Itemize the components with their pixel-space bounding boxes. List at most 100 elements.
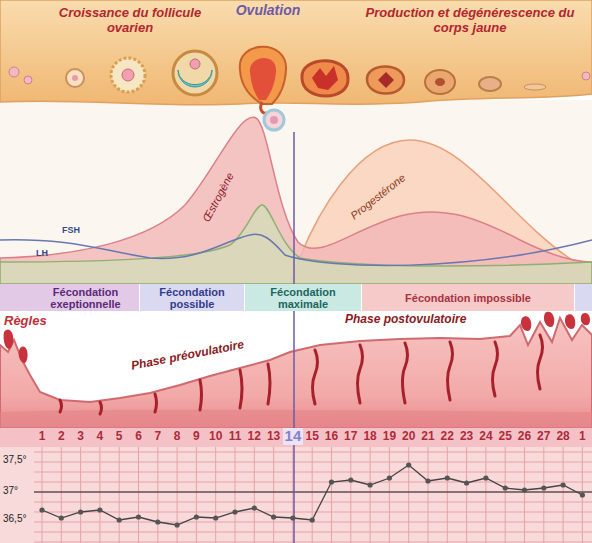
stage-title: Croissance du follicule ovarien: [45, 6, 215, 35]
temperature-point: [425, 478, 430, 483]
ovary-band: [0, 0, 592, 105]
day-row: [0, 428, 592, 447]
day-number: 14: [283, 428, 303, 445]
gland: [200, 380, 202, 410]
day-number: 12: [244, 430, 264, 443]
temperature-label: 37°: [2, 485, 19, 496]
ruptured-follicle: [240, 47, 286, 104]
grid-line: [99, 447, 100, 543]
temperature-point: [445, 475, 450, 480]
temperature-point: [522, 487, 527, 492]
grid-line: [331, 447, 332, 543]
blood-spot: [581, 313, 590, 325]
corpus-luteum-core: [312, 66, 338, 90]
baseline-37: [34, 491, 592, 492]
band-text: Fécondation possible: [143, 286, 241, 310]
gland: [240, 370, 242, 408]
day-number: 6: [129, 430, 149, 443]
gland: [448, 342, 453, 400]
day-number: 3: [71, 430, 91, 443]
day-number: 22: [437, 430, 457, 443]
grid-line: [505, 447, 506, 543]
temperature-point: [329, 479, 334, 484]
temperature-point: [406, 462, 411, 467]
day-number: 11: [225, 430, 245, 443]
grid-line: [61, 447, 62, 543]
day-number: 7: [148, 430, 168, 443]
grid-line: [34, 542, 592, 543]
temperature-line: [42, 465, 582, 525]
grid-line: [350, 447, 351, 543]
day-number: 5: [109, 430, 129, 443]
temperature-point: [503, 485, 508, 490]
day-number: 15: [302, 430, 322, 443]
day-number: 10: [206, 430, 226, 443]
grid-line: [428, 447, 429, 543]
band-text: Fécondation impossible: [405, 292, 531, 304]
grid-line: [138, 447, 139, 543]
temperature-point: [310, 517, 315, 522]
corpus-luteum: [302, 61, 348, 96]
gland: [155, 394, 157, 412]
grid-line: [312, 447, 313, 543]
grid-line: [524, 447, 525, 543]
menstrual-blood: [4, 312, 590, 363]
grid-line: [485, 447, 486, 543]
blood-spot: [544, 312, 554, 327]
temperature-point: [271, 514, 276, 519]
grid-line: [34, 482, 592, 483]
temperature-point: [387, 475, 392, 480]
gland: [358, 345, 363, 403]
grid-line: [447, 447, 448, 543]
temperature-point: [561, 482, 566, 487]
day-number: 2: [51, 430, 71, 443]
grid-line: [370, 447, 371, 543]
band-text: Fécondation maximale: [248, 286, 358, 310]
day-number: 24: [476, 430, 496, 443]
day-number: 18: [360, 430, 380, 443]
grid-line: [42, 447, 43, 543]
gland: [313, 350, 318, 404]
temperature-point: [117, 517, 122, 522]
follicle-cavity: [250, 58, 276, 100]
grid-line: [119, 447, 120, 543]
regressing-corpus-luteum: [425, 70, 455, 94]
fsh-curve: [0, 234, 592, 265]
day-number: 26: [515, 430, 535, 443]
stage-title: Production et dégénérescence du corps ja…: [355, 6, 585, 35]
temperature-label: 37,5°: [2, 454, 27, 465]
grid-line: [34, 502, 592, 503]
temperature-point: [194, 514, 199, 519]
hormone-name: LH: [36, 248, 48, 258]
band-text: Fécondation exeptionnelle: [35, 286, 136, 310]
blood-spot: [565, 314, 575, 329]
grid-line: [273, 447, 274, 543]
grid-line: [466, 447, 467, 543]
grid-line: [254, 447, 255, 543]
gland: [493, 342, 498, 396]
fecondation-band: Fécondation possible: [140, 284, 245, 311]
gland: [268, 364, 270, 404]
day-number: 20: [399, 430, 419, 443]
blood-spot: [19, 346, 28, 363]
temperature-point: [541, 485, 546, 490]
oocyte: [72, 75, 78, 81]
fecondation-band: Fécondation impossible: [362, 284, 575, 311]
hormone-ground: [0, 100, 592, 284]
primary-follicle: [66, 69, 84, 87]
day-number: 1: [572, 430, 592, 443]
day-number: 21: [418, 430, 438, 443]
day-number: 1: [32, 430, 52, 443]
temperature-point: [155, 519, 160, 524]
day-number: 8: [167, 430, 187, 443]
grid-line: [389, 447, 390, 543]
grid-lines: [34, 447, 592, 543]
grid-line: [34, 492, 592, 493]
gland: [60, 400, 62, 412]
temperature-point: [464, 480, 469, 485]
temperature-label: 36,5°: [2, 513, 27, 524]
temperature-point: [368, 482, 373, 487]
temperature-point: [348, 477, 353, 482]
corpus-albicans: [479, 77, 501, 91]
